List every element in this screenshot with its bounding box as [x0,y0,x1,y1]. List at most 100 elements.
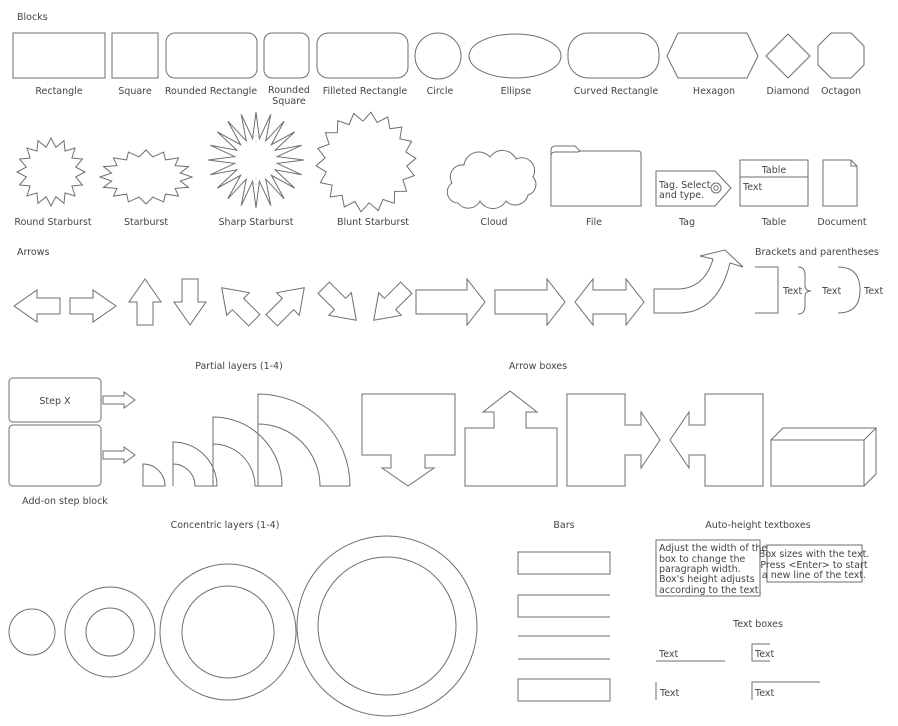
diamond-shape[interactable] [765,33,811,79]
bracket-shape[interactable] [755,266,779,314]
auto-height-textbox-2-line-3: a new line of the text. [762,570,866,581]
table-label: Table [761,217,787,228]
block-right-arrow-shape[interactable] [415,277,486,327]
text-box-bracket-shape[interactable] [751,643,770,662]
round-starburst-shape[interactable] [15,136,87,208]
down-left-arrow-shape[interactable] [362,276,417,331]
section-title-arrows: Arrows [17,247,50,258]
up-right-arrow-shape[interactable] [260,276,315,331]
hexagon-shape[interactable] [666,32,759,79]
auto-height-textbox-1-line-4: Box's height adjusts [659,574,755,585]
text-box-corner-shape[interactable] [751,681,820,700]
file-label: File [586,217,602,228]
brace-shape[interactable] [797,266,812,315]
starburst-shape[interactable] [98,149,194,205]
parenthesis-text: Text [863,286,883,297]
sharp-starburst-shape[interactable] [207,111,305,209]
rounded-rectangle-shape[interactable] [165,32,258,79]
octagon-shape[interactable] [817,32,865,79]
step-arrow-shape-2[interactable] [102,446,136,464]
round-starburst-label: Round Starburst [14,217,91,228]
bar-shape-5[interactable] [517,678,611,702]
section-title-brackets: Brackets and parentheses [755,247,879,258]
text-box-1-text: Text [658,649,678,660]
auto-height-textbox-2[interactable] [766,544,863,583]
section-title-arrow-boxes: Arrow boxes [509,361,567,372]
ellipse-label: Ellipse [501,86,532,97]
step-arrow-shape-1[interactable] [102,391,136,409]
bracket-text: Text [782,286,802,297]
tag-text-line-1: Tag. Select [658,180,711,191]
addon-step-block-shape[interactable] [8,424,102,487]
ellipse-shape[interactable] [468,33,562,79]
down-arrow-shape[interactable] [173,278,207,326]
partial-layer-3-shape[interactable] [212,416,283,487]
3d-box-shape[interactable] [770,427,877,487]
rounded-square-shape[interactable] [263,32,310,79]
auto-height-textbox-1[interactable] [655,539,761,597]
section-title-blocks: Blocks [17,12,48,23]
circle-label: Circle [427,86,454,97]
document-shape[interactable] [822,159,858,207]
curved-rectangle-shape[interactable] [567,32,660,79]
partial-layer-4-shape[interactable] [257,393,351,487]
step-block-text: Step X [39,396,71,407]
cloud-label: Cloud [480,217,507,228]
section-title-bars: Bars [553,520,574,531]
tag-hole-inner-icon [713,185,719,191]
rectangle-shape[interactable] [12,32,106,79]
left-arrow-shape[interactable] [13,289,61,323]
bar-shape-1[interactable] [517,551,611,575]
down-right-arrow-shape[interactable] [312,276,367,331]
document-label: Document [817,217,866,228]
parenthesis-shape[interactable] [837,266,861,314]
auto-height-textbox-1-line-2: box to change the [659,554,745,565]
double-arrow-shape[interactable] [574,277,645,327]
octagon-label: Octagon [821,86,861,97]
table-header-text: Table [761,165,787,176]
brace-text: Text [821,286,841,297]
right-arrow-box-shape[interactable] [566,393,661,487]
3d-box-edges [771,427,877,486]
cloud-shape[interactable] [446,149,537,210]
section-title-text-boxes: Text boxes [732,619,783,630]
auto-height-textbox-2-line-2: Press <Enter> to start [760,560,867,571]
blunt-starburst-shape[interactable] [315,111,417,213]
left-arrow-box-shape[interactable] [669,393,764,487]
tag-shape[interactable] [655,170,732,207]
concentric-layer-1-shape[interactable] [8,608,56,656]
filleted-rectangle-label: Filleted Rectangle [323,86,408,97]
tag-hole-icon [710,182,722,194]
tag-label: Tag [678,217,695,228]
file-shape[interactable] [550,145,642,207]
document-fold [850,160,857,167]
auto-height-textbox-1-line-1: Adjust the width of the [659,543,767,554]
text-box-4-text: Text [754,688,774,699]
file-tab-line [550,150,581,156]
square-shape[interactable] [111,32,159,79]
table-shape[interactable] [739,159,809,207]
starburst-label: Starburst [124,217,168,228]
up-arrow-shape[interactable] [128,278,162,326]
filleted-rectangle-shape[interactable] [316,32,409,79]
partial-layer-2-shape[interactable] [172,441,218,487]
step-block-shape[interactable] [8,377,102,423]
bar-shape-2[interactable] [517,594,610,618]
notched-right-arrow-shape[interactable] [494,277,566,327]
section-title-concentric-layers: Concentric layers (1-4) [171,520,280,531]
auto-height-textbox-1-line-5: according to the text. [659,585,762,596]
auto-height-textbox-2-line-1: Box sizes with the text. [759,549,870,560]
arrow-shapes [13,249,744,331]
curved-arrow-shape[interactable] [653,249,744,314]
table-body-text: Text [742,182,762,193]
section-title-auto-height: Auto-height textboxes [705,520,810,531]
rounded-square-label-2: Square [272,96,306,107]
down-arrow-box-shape[interactable] [361,393,456,487]
curved-rectangle-label: Curved Rectangle [574,86,659,97]
circle-shape[interactable] [414,32,462,80]
up-arrow-box-shape[interactable] [464,390,558,487]
up-left-arrow-shape[interactable] [210,276,265,331]
right-arrow-shape[interactable] [69,289,117,323]
partial-layer-1-shape[interactable] [142,463,166,487]
